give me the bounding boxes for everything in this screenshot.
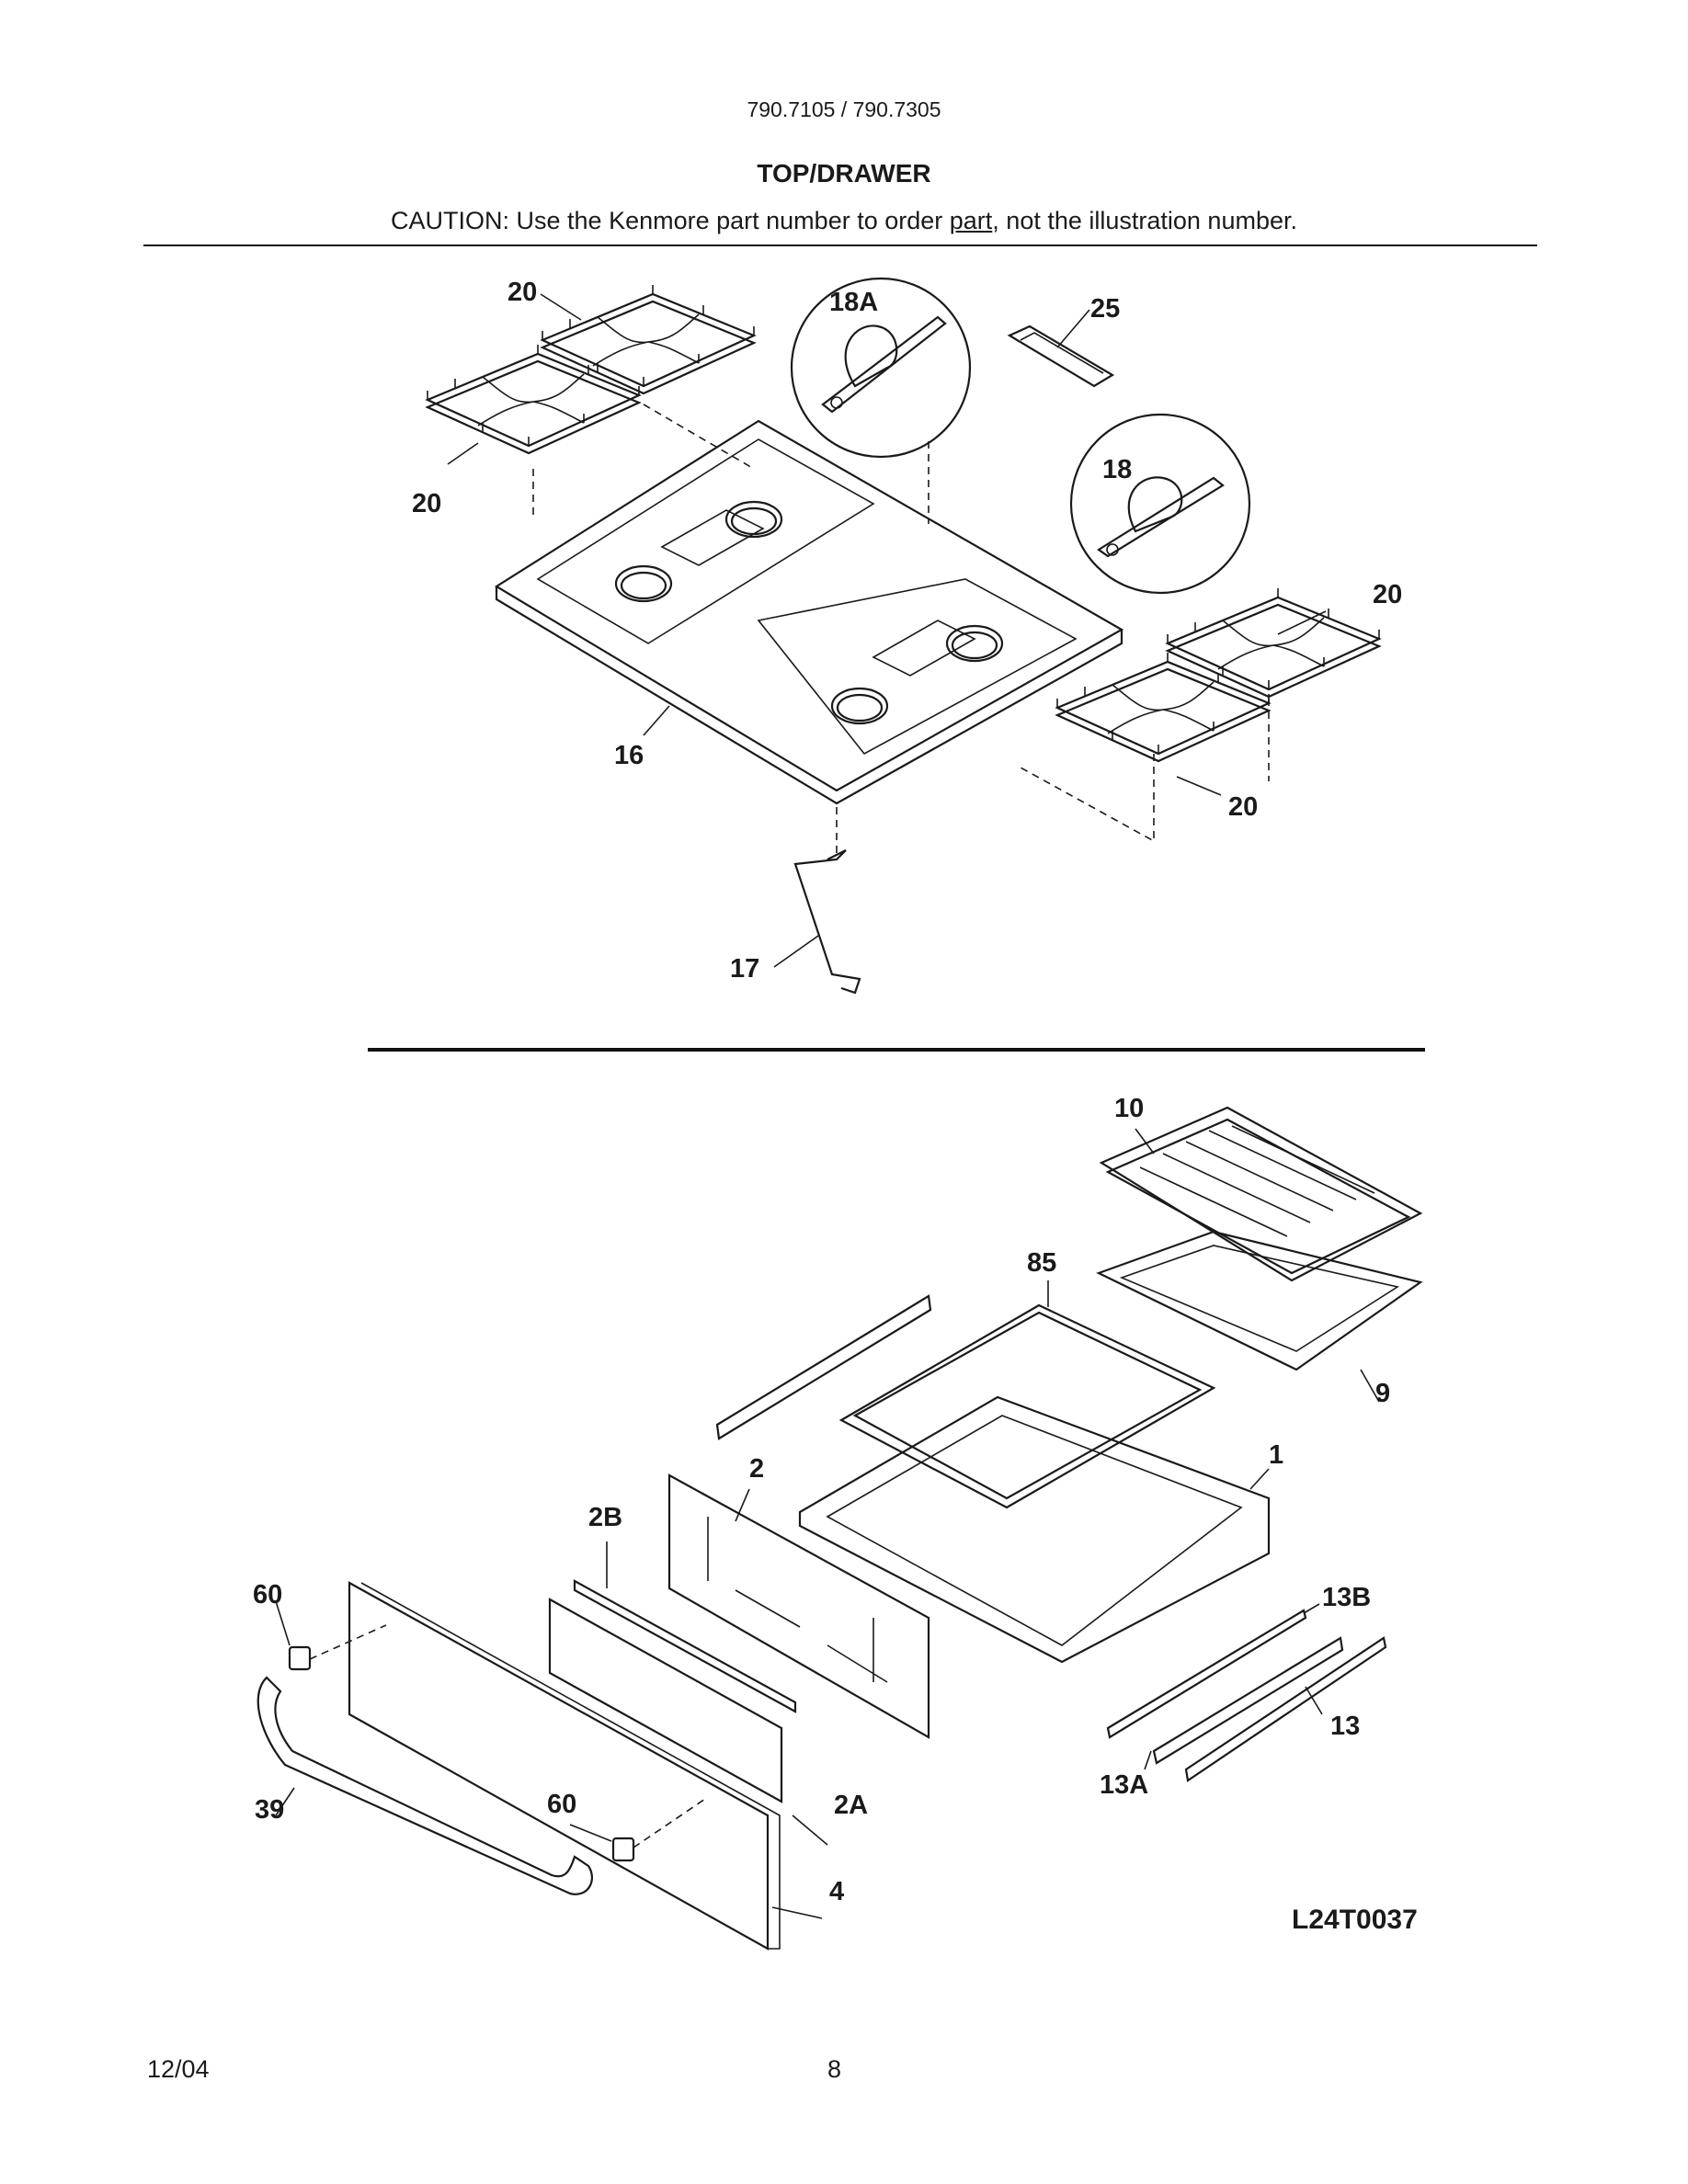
callout-60: 60 xyxy=(547,1790,576,1819)
callout-13: 13 xyxy=(1330,1712,1360,1741)
callout-16: 16 xyxy=(614,741,644,770)
burner-opening-2 xyxy=(614,564,673,603)
footer-date: 12/04 xyxy=(147,2055,210,2083)
drawer-front-4 xyxy=(348,1581,781,1951)
drawer-inner-panel-2a xyxy=(548,1598,783,1803)
alignment-line xyxy=(532,404,1270,859)
section-divider xyxy=(368,1048,1425,1052)
diagram-code: L24T0037 xyxy=(1292,1905,1418,1935)
callout-20: 20 xyxy=(412,489,441,518)
bracket-detail-18a xyxy=(790,277,972,459)
leader-line xyxy=(447,293,1327,968)
drawer-panel-2 xyxy=(667,1473,930,1739)
callout-85: 85 xyxy=(1027,1248,1056,1278)
alignment-line xyxy=(309,1624,709,1848)
broiler-pan-9 xyxy=(1096,1230,1423,1371)
handle-endcap-60-lower xyxy=(611,1837,635,1862)
burner-opening-3 xyxy=(945,624,1004,663)
callout-18a: 18A xyxy=(829,288,878,317)
support-rod-17 xyxy=(793,849,861,995)
callout-39: 39 xyxy=(255,1795,284,1825)
callout-13a: 13A xyxy=(1100,1770,1148,1800)
burner-opening-1 xyxy=(724,500,783,539)
drawer-slide-13b xyxy=(1106,1609,1307,1739)
drawer-slide-13 xyxy=(1184,1636,1387,1782)
callout-2: 2 xyxy=(749,1454,764,1484)
header-divider xyxy=(143,245,1537,246)
handle-endcap-60-upper xyxy=(288,1645,312,1671)
drawer-rack-85 xyxy=(838,1303,1216,1509)
callout-10: 10 xyxy=(1114,1094,1144,1123)
model-numbers: 790.7105 / 790.7305 xyxy=(747,97,941,121)
callout-4: 4 xyxy=(829,1877,844,1906)
callout-9: 9 xyxy=(1375,1379,1390,1408)
callout-2b: 2B xyxy=(588,1503,622,1532)
callout-20: 20 xyxy=(1373,580,1402,609)
burner-grate-right-lower xyxy=(1055,651,1271,763)
callout-20: 20 xyxy=(1228,792,1258,822)
burner-grate-right-upper xyxy=(1166,586,1381,699)
callout-1: 1 xyxy=(1269,1440,1283,1470)
callout-2a: 2A xyxy=(834,1791,868,1820)
caution-underlined-word: part xyxy=(949,207,993,234)
caution-text-start: CAUTION: Use the Kenmore part number to … xyxy=(391,207,950,234)
drawer-trim-2b xyxy=(573,1579,797,1713)
drawer-body-1 xyxy=(798,1395,1271,1664)
leader-line xyxy=(275,1128,1380,1919)
cooktop-clip-25 xyxy=(1007,324,1115,388)
drawer-handle-39 xyxy=(257,1676,594,1895)
callout-20: 20 xyxy=(508,278,537,307)
callout-17: 17 xyxy=(730,954,759,984)
drawer-slide-left xyxy=(715,1294,932,1440)
caution-text-end: , not the illustration number. xyxy=(992,207,1297,234)
callout-13b: 13B xyxy=(1322,1583,1371,1612)
callout-25: 25 xyxy=(1090,294,1120,324)
page-number: 8 xyxy=(827,2055,842,2083)
callout-60: 60 xyxy=(253,1580,282,1610)
cooktop-main-top xyxy=(494,419,1124,805)
caution-note: CAUTION: Use the Kenmore part number to … xyxy=(0,207,1688,235)
burner-grate-lower-left xyxy=(426,343,641,455)
page-title: TOP/DRAWER xyxy=(757,159,931,188)
callout-18: 18 xyxy=(1102,455,1132,484)
bracket-detail-18 xyxy=(1069,413,1251,595)
burner-opening-4 xyxy=(830,687,889,725)
drawer-slide-13a xyxy=(1152,1636,1344,1765)
broiler-grid-10 xyxy=(1099,1106,1423,1282)
